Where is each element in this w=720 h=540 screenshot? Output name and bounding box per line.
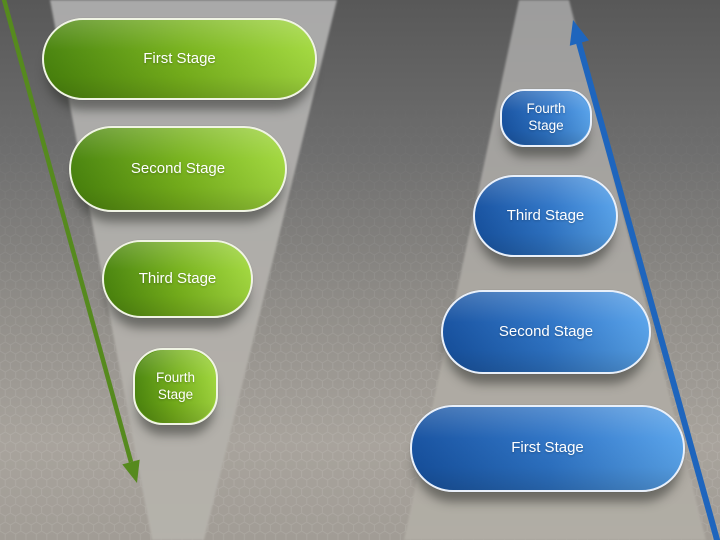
funnel-stage-third: Third Stage — [102, 240, 253, 318]
pyramid-stage-second-label: Second Stage — [498, 322, 594, 340]
descending-arrow — [1, 0, 140, 483]
funnel-stage-second: Second Stage — [69, 126, 287, 212]
funnel-stage-fourth: Fourth Stage — [133, 348, 218, 425]
funnel-stage-first: First Stage — [42, 18, 317, 100]
pyramid-stage-first-label: First Stage — [511, 439, 584, 457]
ascending-arrow — [569, 20, 720, 540]
funnel-stage-second-label: Second Stage — [130, 159, 226, 177]
pyramid-stage-third-label: Third Stage — [506, 206, 585, 224]
pyramid-stage-second: Second Stage — [441, 290, 651, 374]
pyramid-stage-fourth-label: Fourth Stage — [526, 101, 566, 133]
pyramid-stage-third: Third Stage — [473, 175, 618, 257]
pyramid-stage-fourth: Fourth Stage — [500, 89, 592, 147]
funnel-stage-fourth-label: Fourth Stage — [155, 369, 196, 402]
pyramid-stage-first: First Stage — [410, 405, 685, 492]
funnel-stage-first-label: First Stage — [143, 49, 216, 67]
funnel-stage-third-label: Third Stage — [138, 269, 217, 287]
